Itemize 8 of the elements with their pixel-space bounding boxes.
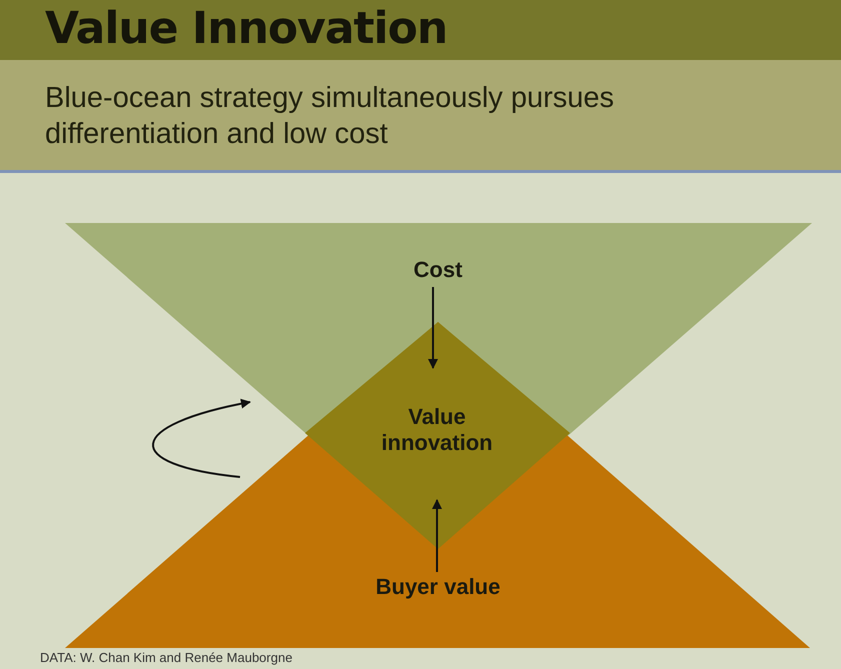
- subtitle: Blue-ocean strategy simultaneously pursues differentiation and low cost: [45, 81, 616, 152]
- title: Value Innovation: [45, 2, 448, 56]
- node-label: Value innovation: [380, 404, 494, 456]
- node-label: Buyer value: [348, 574, 528, 600]
- arrow: [432, 499, 442, 572]
- arrow: [428, 287, 438, 369]
- source-note: DATA: W. Chan Kim and Renée Mauborgne: [40, 650, 292, 666]
- node-label: Cost: [388, 257, 488, 283]
